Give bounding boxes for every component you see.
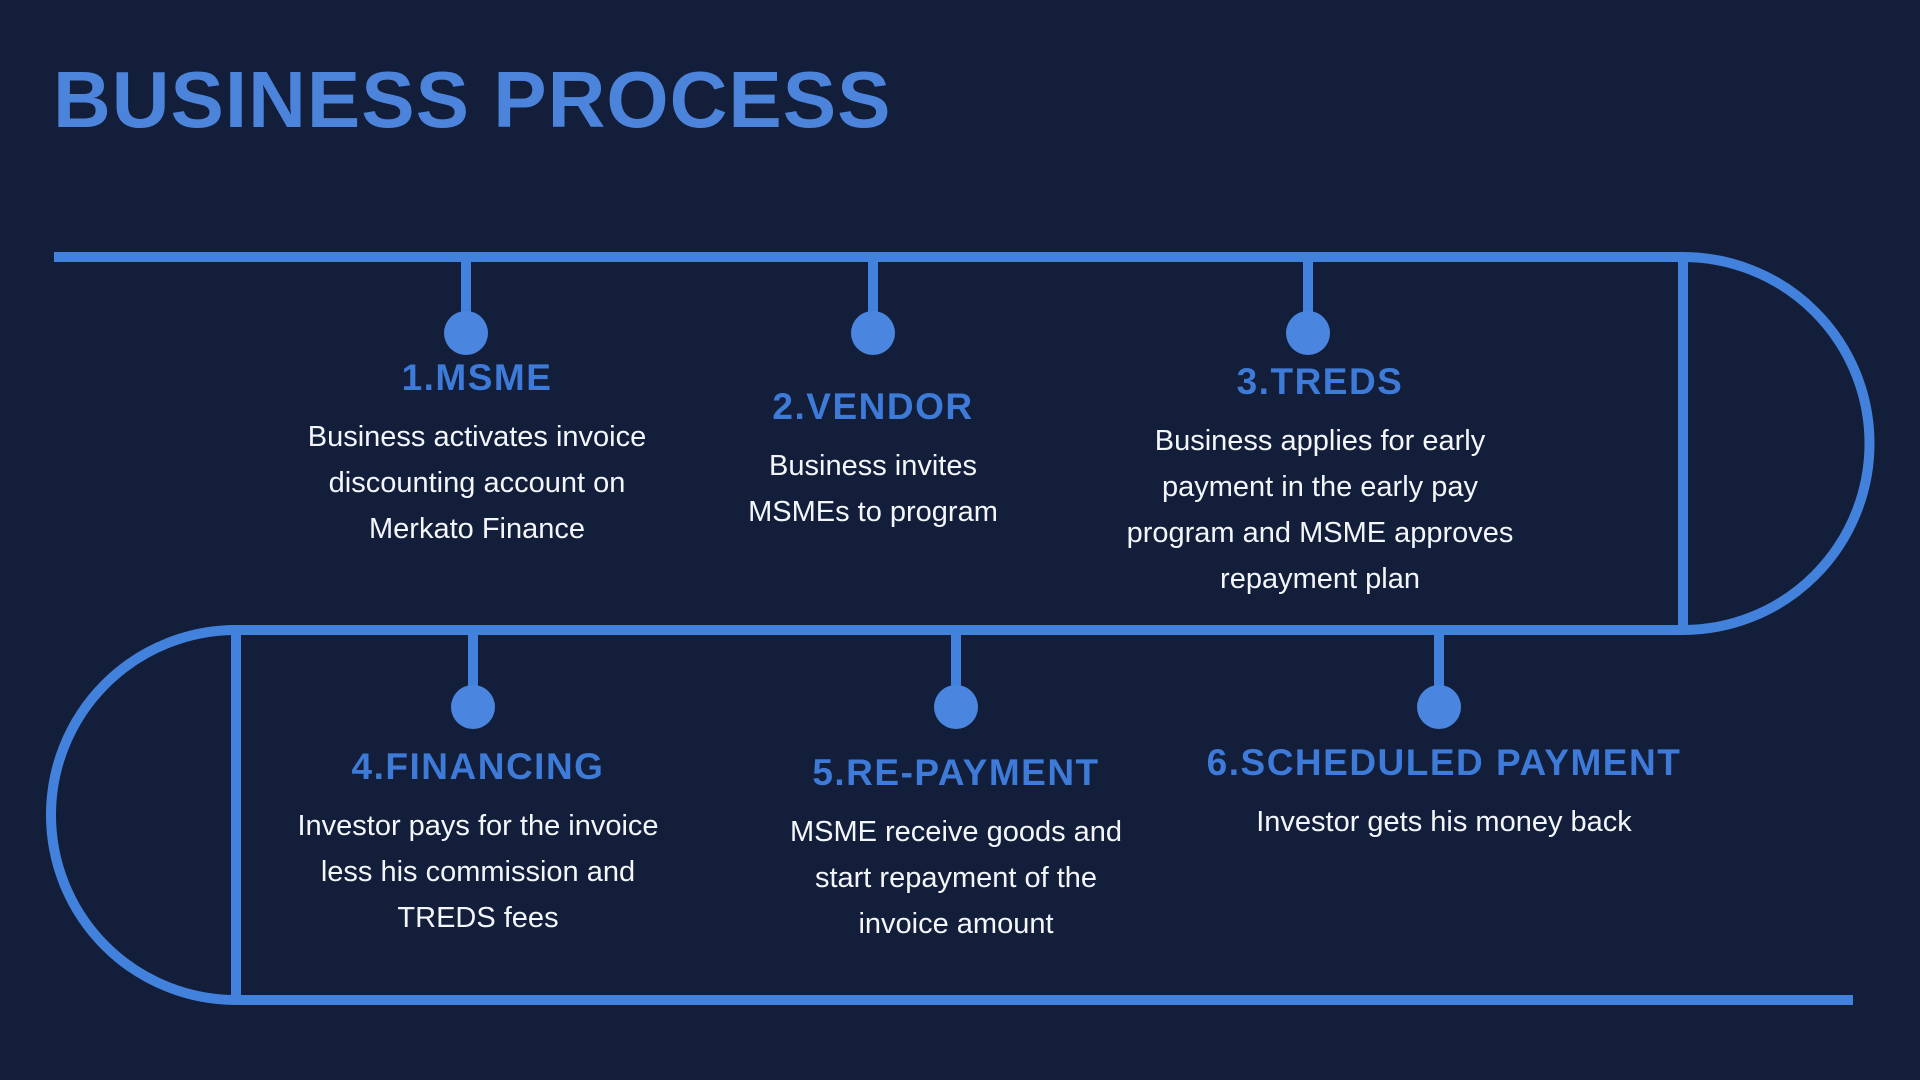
- step-treds-description: Business applies for early payment in th…: [1126, 425, 1514, 595]
- step-6-dot: [1417, 685, 1461, 729]
- step-scheduled-payment: 6.SCHEDULED PAYMENT Investor gets his mo…: [1164, 743, 1724, 845]
- step-financing: 4.FINANCING Investor pays for the invoic…: [198, 747, 758, 941]
- step-msme-description: Business activates invoice discounting a…: [307, 421, 647, 545]
- page-title: BUSINESS PROCESS: [53, 55, 892, 144]
- step-repayment-title: 5.RE-PAYMENT: [812, 752, 1100, 793]
- step-4-dot: [451, 685, 495, 729]
- step-vendor-title: 2.VENDOR: [772, 386, 974, 427]
- step-3-dot: [1286, 311, 1330, 355]
- step-msme: 1.MSME Business activates invoice discou…: [197, 358, 757, 552]
- step-repayment-description: MSME receive goods and start repayment o…: [789, 816, 1123, 940]
- step-scheduled-payment-title: 6.SCHEDULED PAYMENT: [1206, 742, 1682, 783]
- step-financing-title: 4.FINANCING: [351, 746, 605, 787]
- step-vendor: 2.VENDOR Business invites MSMEs to progr…: [593, 387, 1153, 535]
- step-1-dot: [444, 311, 488, 355]
- step-2-dot: [851, 311, 895, 355]
- step-msme-title: 1.MSME: [401, 357, 553, 398]
- timeline-right-curve: [1682, 252, 1875, 635]
- step-scheduled-payment-description: Investor gets his money back: [1256, 806, 1632, 838]
- timeline-left-curve: [46, 625, 237, 1005]
- step-repayment: 5.RE-PAYMENT MSME receive goods and star…: [676, 753, 1236, 947]
- step-vendor-description: Business invites MSMEs to program: [748, 450, 998, 528]
- step-5-dot: [934, 685, 978, 729]
- step-treds-title: 3.TREDS: [1236, 361, 1404, 402]
- step-treds: 3.TREDS Business applies for early payme…: [1040, 362, 1600, 602]
- step-financing-description: Investor pays for the invoice less his c…: [297, 810, 659, 934]
